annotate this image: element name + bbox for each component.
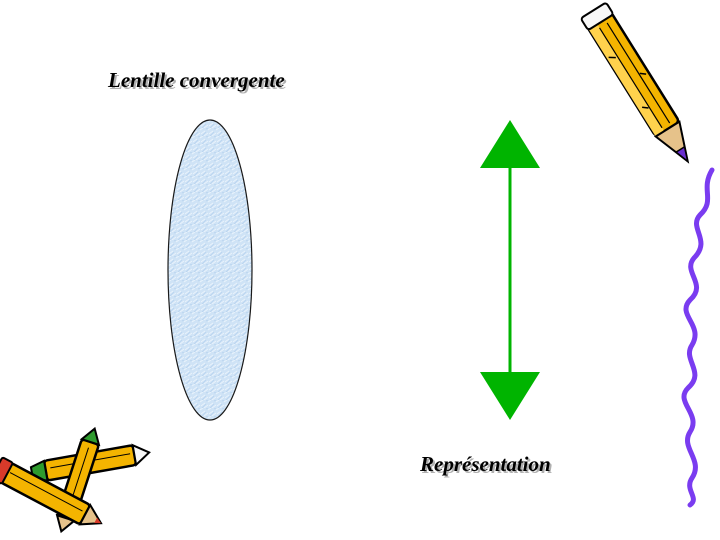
squiggle-line — [681, 167, 715, 508]
representation-label: Représentation — [420, 452, 551, 476]
pencil-icon — [580, 2, 690, 164]
convergent-lens — [167, 119, 253, 421]
lens-title: Lentille convergente — [108, 68, 285, 92]
crossed-pencils-icon — [0, 426, 151, 534]
lens-symbol-arrow — [480, 120, 540, 420]
